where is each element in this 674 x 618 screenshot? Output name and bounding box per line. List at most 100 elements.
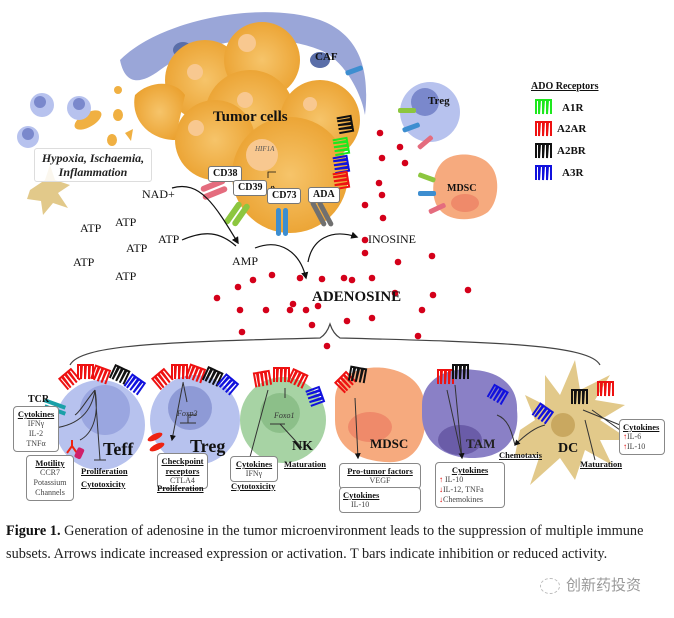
legend-title: ADO Receptors — [531, 81, 599, 92]
atp-label: ATP — [115, 215, 137, 229]
dc-maturation: Maturation — [580, 459, 623, 469]
atp-label: ATP — [126, 241, 148, 255]
adenosine-label: ADENOSINE — [312, 289, 402, 305]
a2br-legend-swatch-icon — [535, 143, 552, 159]
cd39-enzyme — [224, 201, 250, 227]
teff-cell — [55, 380, 145, 470]
legend-item-a1r: A1R — [562, 102, 584, 114]
teff-cytotoxicity: Cytotoxicity — [81, 479, 126, 489]
hypoxia-box: Hypoxia, Ischaemia, Inflammation — [34, 148, 152, 182]
teff-label: Teff — [103, 439, 134, 459]
foxo1-label: Foxo1 — [274, 411, 295, 420]
box-title: Cytokines — [17, 409, 55, 419]
tam-cytokines-box: Cytokines ↑ IL-10 ↓IL-12, TNFa ↓Chemokin… — [435, 462, 505, 508]
small-dc — [27, 165, 70, 215]
box-title: Checkpoint receptors — [161, 456, 204, 476]
inosine-arrow — [307, 231, 359, 263]
box-item: CCR7 — [39, 468, 60, 477]
adenosine-dot — [418, 306, 426, 314]
treg-proliferation: Proliferation — [157, 483, 204, 493]
adenosine-dot — [236, 306, 244, 314]
nk-label: NK — [292, 439, 313, 454]
adenosine-dot — [361, 249, 369, 257]
adenosine-dot — [268, 271, 276, 279]
box-title: Pro-tumor factors — [347, 466, 413, 476]
cd73-label: CD73 — [267, 188, 302, 204]
a2br-receptor-icon — [201, 365, 224, 387]
box-title: Cytokines — [235, 459, 273, 469]
caption-text: Generation of adenosine in the tumor mic… — [6, 523, 644, 562]
a2br-receptor-icon — [347, 365, 368, 384]
foxp3-label: Foxp3 — [177, 409, 198, 418]
a2br-receptor-icon — [452, 364, 469, 380]
atp-label: ATP — [73, 255, 95, 269]
legend-item-a2br: A2BR — [557, 145, 586, 157]
adenosine-dot — [314, 302, 322, 310]
a2br-receptor-icon — [336, 114, 355, 135]
teff-proliferation: Proliferation — [81, 466, 128, 476]
nk-cytokines-box: Cytokines IFNγ — [230, 456, 278, 482]
atp-label: ATP — [158, 232, 180, 246]
adenosine-dot — [238, 328, 246, 336]
dc-label: DC — [558, 441, 579, 456]
a2ar-receptor-icon — [597, 381, 614, 397]
tumor-receptors — [332, 114, 355, 191]
adenosine-dot — [348, 276, 356, 284]
treg-label: Treg — [190, 436, 226, 456]
amp-label: AMP — [232, 254, 259, 268]
potassium-channel-icon — [74, 447, 85, 460]
a2ar-receptor-icon — [150, 367, 174, 391]
box-item: ↑ IL-10 — [439, 475, 464, 484]
box-item: IFNγ — [245, 469, 263, 478]
adenosine-dot — [429, 291, 437, 299]
atp-arrow — [181, 233, 237, 247]
figure-caption: Figure 1. Generation of adenosine in the… — [6, 520, 670, 566]
adenosine-dot — [378, 191, 386, 199]
box-item: ↓IL-12, TNFa — [439, 485, 484, 494]
caption-label: Figure 1. — [6, 523, 61, 539]
a2ar-receptor-icon — [185, 363, 207, 384]
a2ar-receptor-icon — [286, 367, 309, 389]
down-arrow-icon: ↓ — [439, 485, 443, 494]
tumor-cells-label: Tumor cells — [213, 109, 288, 125]
nk-cytotoxicity: Cytotoxicity — [231, 481, 276, 491]
up-arrow-icon: ↑ — [623, 432, 627, 441]
a2br-receptor-icon — [571, 389, 588, 405]
cd39-label: CD39 — [233, 180, 268, 196]
up-arrow-icon: ↑ — [439, 475, 443, 484]
adenosine-dot — [414, 332, 422, 340]
amp-arrow — [254, 244, 309, 280]
adenosine-dot — [394, 258, 402, 266]
a3r-receptor-icon — [305, 385, 326, 407]
adenosine-dot — [464, 286, 472, 294]
up-arrow-icon: ↑ — [623, 442, 627, 451]
cd38-label: CD38 — [208, 166, 243, 182]
a2ar-receptor-icon — [437, 369, 454, 385]
tumor-nuclei — [187, 34, 317, 171]
adenosine-dot — [234, 283, 242, 291]
adenosine-dot — [289, 300, 297, 308]
adenosine-dot — [379, 214, 387, 222]
watermark: 创新药投资 — [540, 574, 641, 595]
adenosine-dot — [375, 179, 383, 187]
adenosine-dot — [361, 236, 369, 244]
teff-motility-box: Motility CCR7 Potassium Channels — [26, 455, 74, 501]
mdsc-protumor-box: Pro-tumor factors VEGF — [339, 463, 421, 489]
atp-label: ATP — [115, 269, 137, 283]
lymphocytes — [17, 93, 91, 148]
tcr-label: TCR — [28, 394, 50, 405]
nk-cell — [240, 377, 326, 463]
a2ar-receptor-icon — [57, 367, 81, 391]
legend-swatches — [535, 99, 552, 181]
box-item: TNFα — [26, 439, 46, 448]
box-item: IL-10 — [351, 500, 370, 509]
inosine-label: INOSINE — [368, 232, 416, 246]
adenosine-dot — [428, 252, 436, 260]
box-item: IFNγ — [27, 419, 45, 428]
adenosine-dot — [249, 276, 257, 284]
a2ar-legend-swatch-icon — [535, 121, 552, 137]
legend-item-a3r: A3R — [562, 167, 584, 179]
treg-top-label: Treg — [428, 95, 450, 107]
a3r-receptor-icon — [486, 383, 509, 406]
box-item: ↑IL-6 — [623, 432, 642, 441]
